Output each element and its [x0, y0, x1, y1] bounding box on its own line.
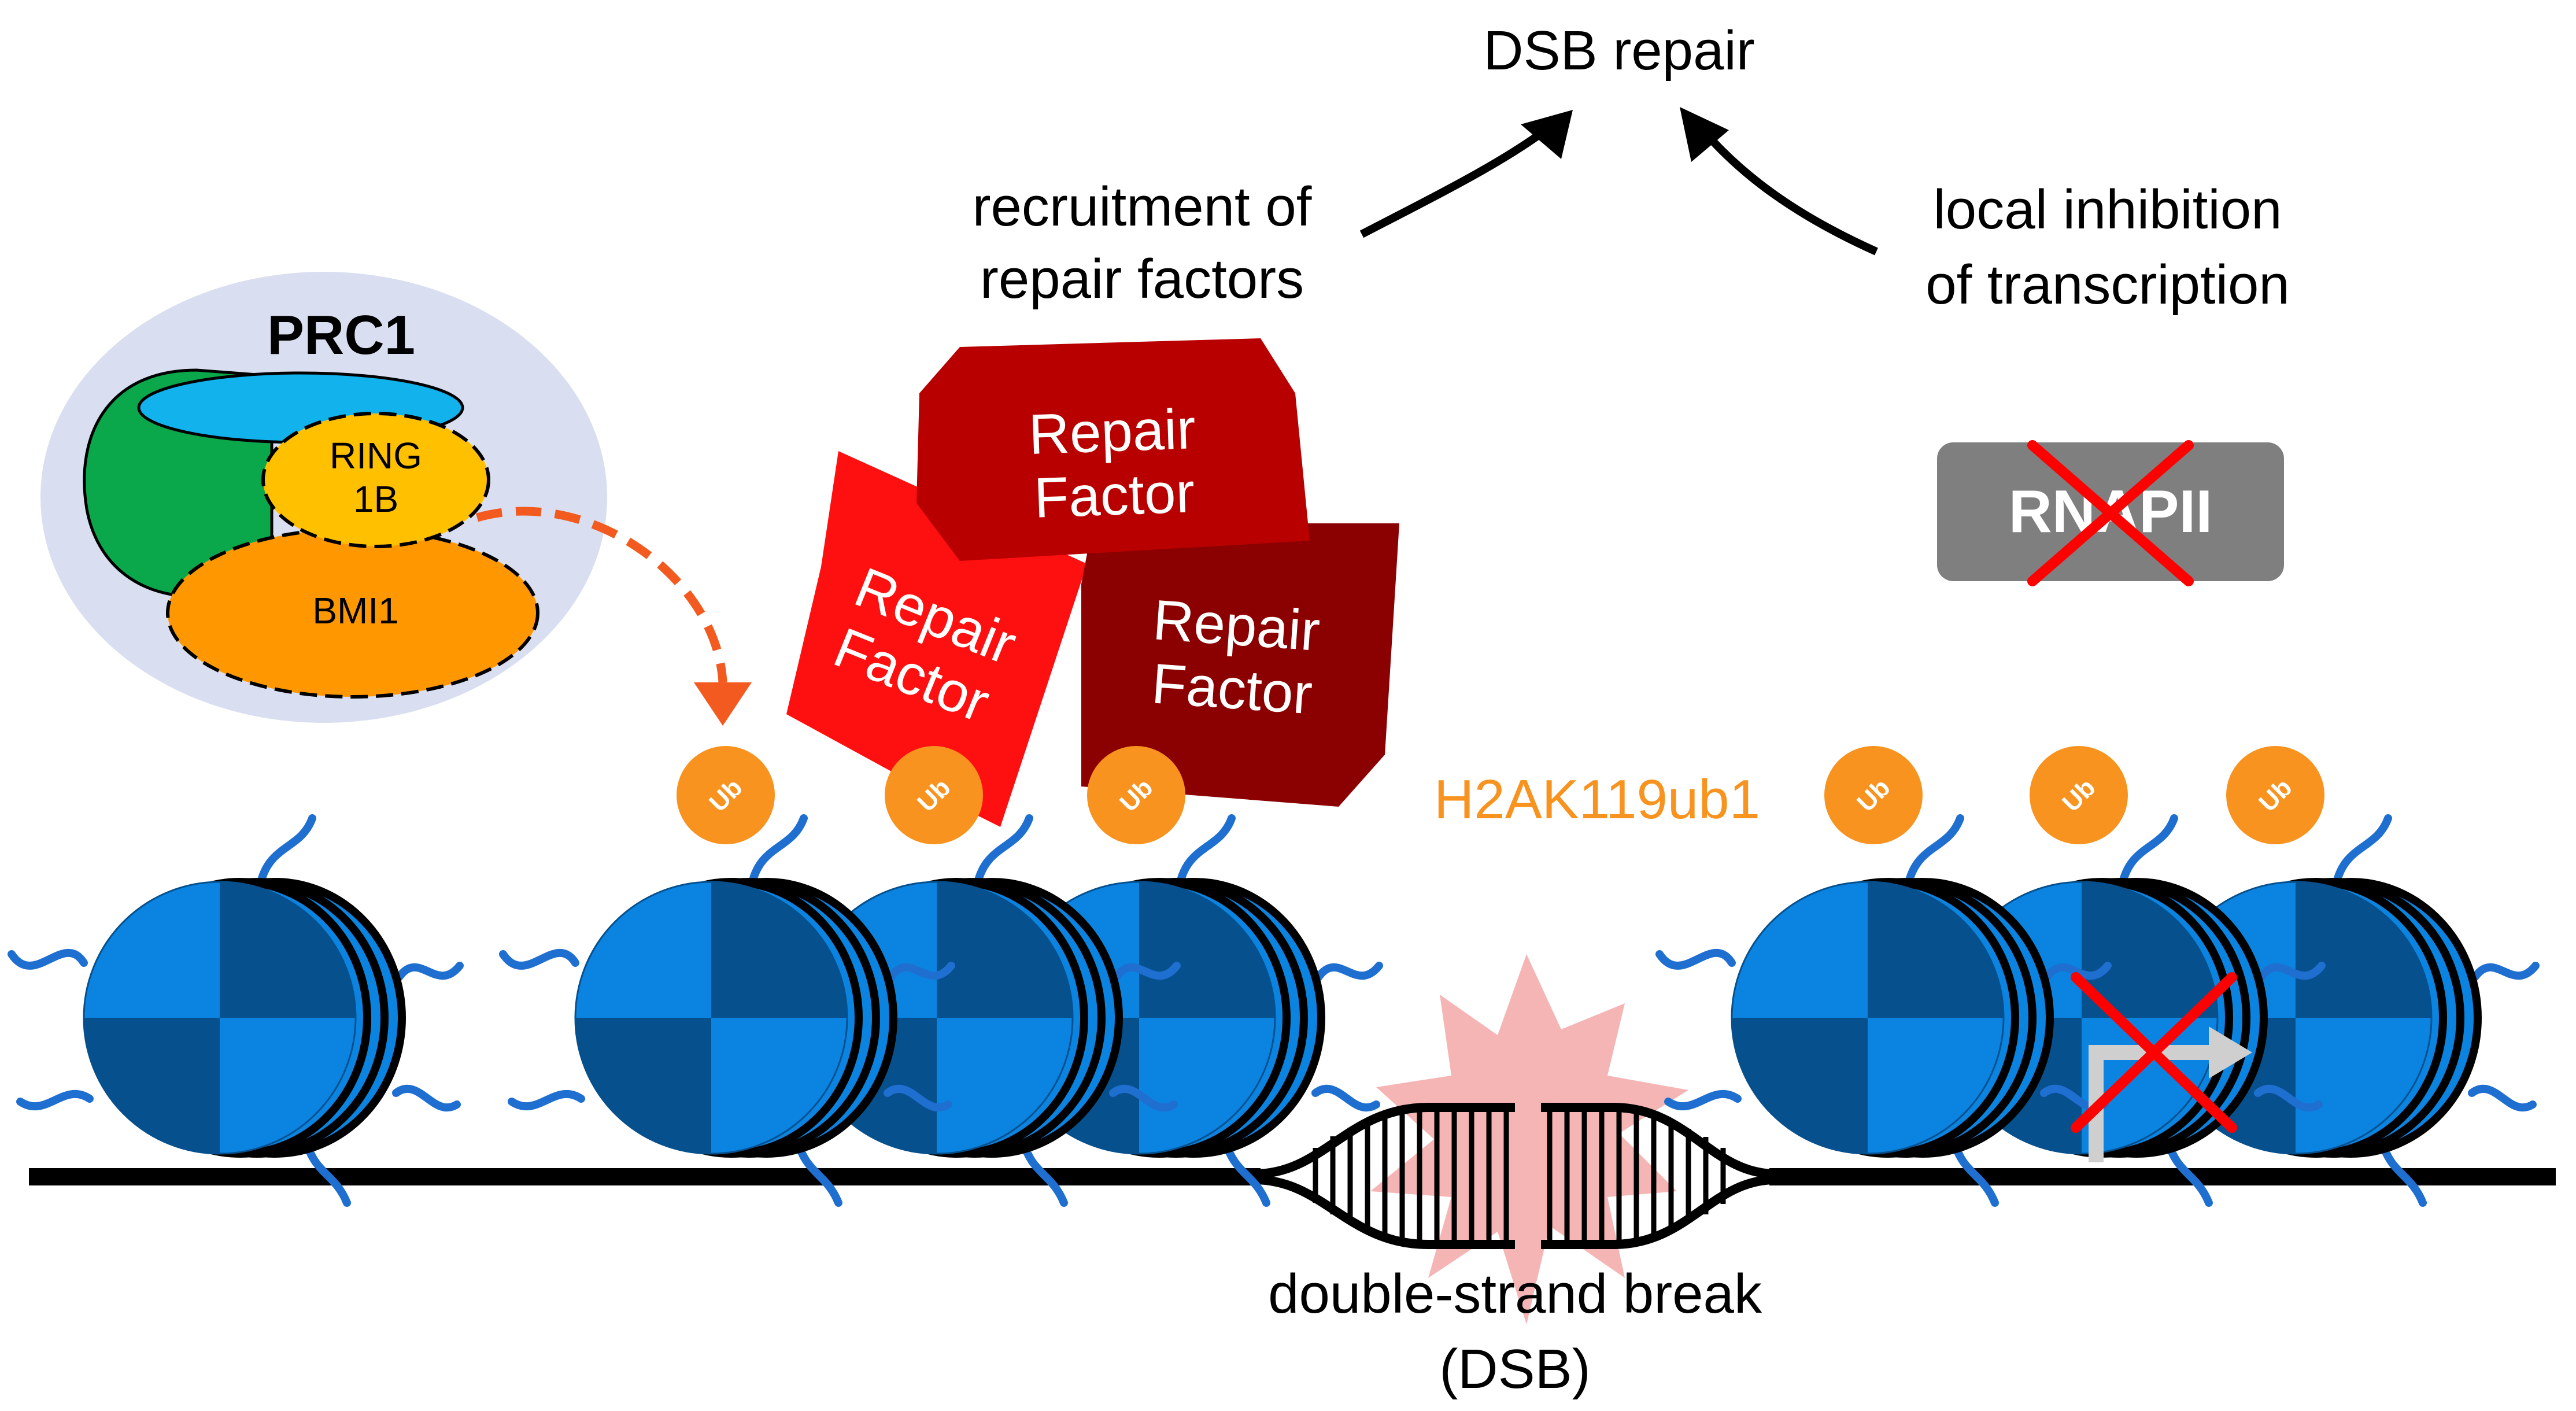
nucleosome-unmodified: [12, 818, 460, 1203]
tss-arrow-icon: [2209, 1026, 2252, 1078]
right-curved-arrow: [1680, 107, 1878, 256]
ubiquitin-marks-right: Ub Ub Ub: [1824, 746, 2324, 844]
arrowhead-icon: [1680, 107, 1729, 162]
repair-factor-label-line1: Repair: [1028, 397, 1196, 466]
ubiquitin: Ub: [885, 746, 983, 844]
left-curved-arrow: [1359, 110, 1573, 238]
recruitment-label-line2: repair factors: [980, 248, 1304, 310]
repair-factor-label-line2: Factor: [1033, 460, 1195, 530]
nucleosome: [503, 818, 951, 1203]
ubiquitin: Ub: [1824, 746, 1923, 844]
ubiquitin-marks-left: Ub Ub Ub: [677, 746, 1185, 844]
prc1-to-ub-arrow: [475, 507, 752, 726]
dsb-label-line1: double-strand break: [1268, 1263, 1762, 1325]
bmi1-label: BMI1: [312, 590, 398, 631]
inhibition-label-line2: of transcription: [1925, 254, 2290, 316]
arrowhead-icon: [1521, 110, 1573, 159]
dsb-label-line2: (DSB): [1439, 1338, 1590, 1400]
ring1b-label-line2: 1B: [353, 478, 398, 520]
inhibition-label-line1: local inhibition: [1933, 179, 2282, 241]
blocked-transcription-start: [2071, 972, 2252, 1162]
repair-factor-maroon: Repair Factor: [1081, 523, 1399, 807]
repair-factor-label-line2: Factor: [1150, 651, 1314, 726]
ring1b-subunit: [261, 412, 490, 548]
ubiquitin: Ub: [2030, 746, 2128, 844]
dashed-arrowhead-icon: [694, 682, 752, 726]
repair-factor-label-line1: Repair: [1151, 588, 1322, 663]
tss-cross-icon: [2071, 972, 2237, 1133]
ubiquitin: Ub: [2226, 746, 2324, 844]
nucleosome-group-left: [503, 818, 1379, 1203]
recruitment-label-line1: recruitment of: [973, 176, 1312, 238]
bmi1-subunit: [166, 527, 539, 699]
dsb-dna-bubble: [1254, 1103, 1776, 1249]
prc1-complex: PRC1 RING 1B BMI1: [40, 272, 607, 723]
dsb-repair-label: DSB repair: [1483, 20, 1755, 82]
rnapii-box: RNAPII: [1937, 440, 2284, 586]
ubiquitin: Ub: [1087, 746, 1185, 844]
ring1b-label-line1: RING: [330, 435, 422, 477]
h2ak119ub1-label: H2AK119ub1: [1434, 769, 1760, 830]
dsb-burst: [1370, 954, 1688, 1324]
prc1-title: PRC1: [267, 304, 415, 366]
repair-factor-dark: Repair Factor: [916, 338, 1310, 561]
ubiquitin: Ub: [677, 746, 775, 844]
rnapii-cross-icon: [2027, 440, 2194, 586]
